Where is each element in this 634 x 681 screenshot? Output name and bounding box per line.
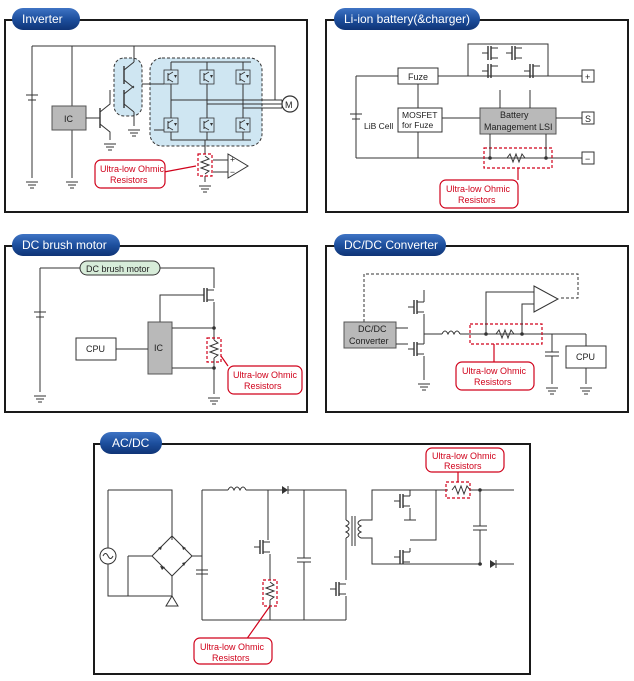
dcbrush-ic bbox=[147, 321, 173, 375]
battery-bms-line1: Battery bbox=[500, 110, 529, 120]
battery-mosfet-line1: MOSFET bbox=[402, 110, 437, 120]
dcdc-converter-box bbox=[343, 321, 397, 349]
dcbrush-motor-label-box bbox=[79, 260, 161, 276]
battery-bms-box bbox=[479, 107, 557, 135]
dcdc-callout-line1: Ultra-low Ohmic bbox=[462, 366, 527, 376]
inverter-callout-line1: Ultra-low Ohmic bbox=[100, 164, 165, 174]
dcbrush-callout-line1: Ultra-low Ohmic bbox=[233, 370, 298, 380]
tab-acdc bbox=[100, 432, 162, 454]
dcdc-converter-line2: Converter bbox=[349, 336, 389, 346]
tab-battery bbox=[334, 8, 480, 30]
battery-minus-label: − bbox=[585, 154, 590, 164]
dcbrush-ic-label: IC bbox=[154, 343, 164, 353]
acdc-callout-top bbox=[425, 447, 505, 473]
battery-bms-line2: Management LSI bbox=[484, 122, 553, 132]
battery-callout-line2: Resistors bbox=[458, 195, 496, 205]
panel-inverter: IC M + bbox=[4, 8, 308, 213]
battery-plus-label: + bbox=[585, 72, 590, 82]
dcdc-callout-line2: Resistors bbox=[474, 377, 512, 387]
inverter-circuit: IC M + bbox=[25, 45, 299, 193]
battery-mosfet-line2: for Fuze bbox=[402, 120, 433, 130]
panel-dcdc: DC/DC Converter CPU Ultra-low Ohmic R bbox=[325, 234, 629, 413]
inverter-motor-label: M bbox=[285, 100, 293, 110]
acdc-callout-bottom-line1: Ultra-low Ohmic bbox=[200, 642, 265, 652]
inverter-callout-line2: Resistors bbox=[110, 175, 148, 185]
tab-acdc-label: AC/DC bbox=[112, 436, 150, 450]
inverter-ic-label: IC bbox=[64, 114, 74, 124]
panel-acdc-frame bbox=[93, 443, 531, 675]
dcbrush-circuit: DC brush motor IC CPU bbox=[33, 260, 229, 405]
tab-battery-label: Li-ion battery(&charger) bbox=[344, 12, 470, 26]
battery-fuze-label: Fuze bbox=[408, 72, 428, 82]
panel-acdc: Ultra-low Ohmic Resistors Ultra-low Ohmi… bbox=[93, 432, 531, 675]
inverter-bridge-zone bbox=[149, 57, 263, 147]
acdc-callout-top-line1: Ultra-low Ohmic bbox=[432, 451, 497, 461]
battery-mosfet-box bbox=[397, 107, 443, 133]
battery-s-label: S bbox=[585, 114, 591, 124]
battery-circuit: LiB Cell Fuze + MOSFET for Fuze Battery … bbox=[350, 43, 595, 180]
tab-dcbrush-label: DC brush motor bbox=[22, 238, 107, 252]
acdc-callout-bottom-line2: Resistors bbox=[212, 653, 250, 663]
battery-callout bbox=[439, 179, 519, 209]
dcbrush-callout-line2: Resistors bbox=[244, 381, 282, 391]
inverter-callout bbox=[94, 159, 166, 189]
dcbrush-cpu-label: CPU bbox=[86, 344, 105, 354]
battery-callout-line1: Ultra-low Ohmic bbox=[446, 184, 511, 194]
dcdc-callout bbox=[455, 361, 535, 391]
dcbrush-motor-label: DC brush motor bbox=[86, 264, 150, 274]
tab-dcbrush bbox=[12, 234, 120, 256]
svg-text:−: − bbox=[230, 167, 235, 177]
dcbrush-callout bbox=[227, 365, 303, 395]
acdc-circuit bbox=[99, 472, 514, 641]
dcdc-converter-line1: DC/DC bbox=[358, 324, 387, 334]
tab-inverter-label: Inverter bbox=[22, 12, 63, 26]
battery-cell-label: LiB Cell bbox=[364, 121, 393, 131]
dcdc-resistor-highlight bbox=[469, 323, 543, 345]
panel-battery: LiB Cell Fuze + MOSFET for Fuze Battery … bbox=[325, 8, 629, 213]
tab-dcdc bbox=[334, 234, 446, 256]
svg-text:+: + bbox=[230, 154, 235, 164]
tab-dcdc-label: DC/DC Converter bbox=[344, 238, 438, 252]
tab-inverter bbox=[12, 8, 80, 30]
dcdc-cpu-label: CPU bbox=[576, 352, 595, 362]
dcdc-circuit: DC/DC Converter CPU bbox=[343, 273, 607, 395]
acdc-callout-top-line2: Resistors bbox=[444, 461, 482, 471]
acdc-callout-bottom bbox=[193, 637, 273, 665]
panel-dcbrush: DC brush motor IC CPU Ultra-low Ohmic Re… bbox=[4, 234, 308, 413]
